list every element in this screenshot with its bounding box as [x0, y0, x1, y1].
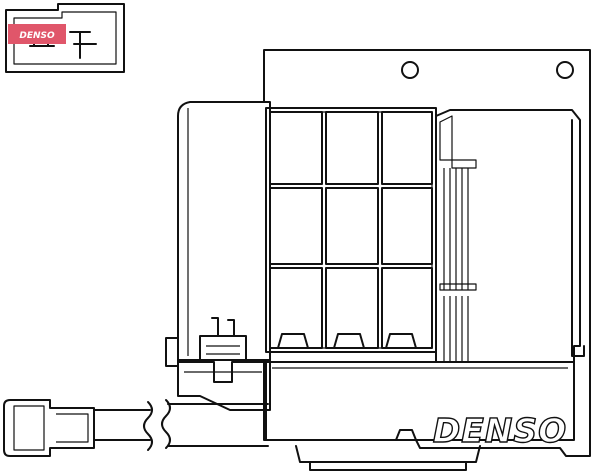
grid-cell	[381, 187, 433, 265]
connector-clip	[177, 317, 271, 411]
grid-cell	[269, 111, 323, 185]
resistor-grid	[265, 107, 437, 353]
brand-logo: DENSO	[433, 411, 567, 450]
base-block	[265, 361, 575, 471]
grid-cell	[325, 111, 379, 185]
grid-cell	[325, 187, 379, 265]
connector-face-view: DENSO	[5, 3, 125, 73]
watermark-badge	[8, 24, 66, 44]
wire-break-symbol-right	[161, 399, 171, 449]
wire-break-symbol-left	[143, 401, 153, 451]
grid-cell	[381, 111, 433, 185]
wire-harness	[91, 399, 269, 451]
mounting-hole-right	[556, 61, 574, 79]
harness-plug	[3, 399, 95, 457]
mounting-hole-left	[401, 61, 419, 79]
grid-cell	[269, 267, 323, 349]
grid-cell	[325, 267, 379, 349]
blower-fin-section	[435, 109, 585, 381]
grid-cell	[269, 187, 323, 265]
grid-cell	[381, 267, 433, 349]
watermark-text: DENSO	[19, 31, 55, 41]
